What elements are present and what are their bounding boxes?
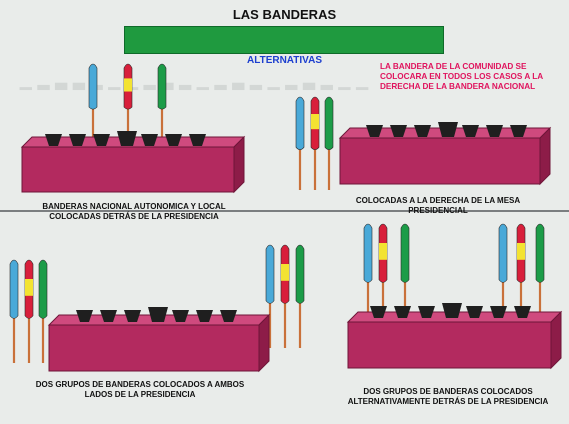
flag-green: [535, 223, 545, 327]
table-side: [258, 313, 270, 373]
background-texture: ▁ ▂ ▃ ▃ ▂ ▁ ▁ ▂ ▃ ▂ ▁ ▂ ▃ ▂ ▁ ▂ ▃ ▂ ▁ ▁: [20, 73, 369, 90]
chair-icon: [93, 134, 110, 146]
chair-icon: [510, 125, 527, 137]
caption-bottom-left: DOS GRUPOS DE BANDERAS COLOCADOS A AMBOS…: [35, 380, 245, 399]
chair-icon: [124, 310, 141, 322]
caption-top-left: BANDERAS NACIONAL AUTONOMICA Y LOCAL COL…: [42, 202, 226, 221]
alternatives-heading: ALTERNATIVAS: [247, 55, 322, 66]
chair-icon: [486, 125, 503, 137]
rule-note: LA BANDERA DE LA COMUNIDAD SE COLOCARA E…: [380, 62, 543, 91]
chair-icon: [414, 125, 431, 137]
table-front: [21, 146, 235, 193]
chair-icon: [141, 134, 158, 146]
flag-cloth: [38, 259, 48, 319]
flag-stripe: [25, 279, 33, 296]
chair-icon: [390, 125, 407, 137]
flag-cloth: [363, 223, 373, 283]
presidential-table-4: [346, 310, 563, 370]
flag-green: [324, 96, 334, 190]
chair-icon: [220, 310, 237, 322]
chair-icon: [117, 131, 137, 146]
table-front: [339, 137, 541, 185]
flag-blue: [9, 259, 19, 363]
flag-cloth: [295, 96, 305, 150]
flag-red: [310, 96, 320, 190]
table-side: [233, 135, 245, 194]
chairs-row-4: [370, 303, 531, 318]
flag-group-left: [9, 259, 48, 363]
chair-icon: [76, 310, 93, 322]
chair-icon: [366, 125, 383, 137]
flag-cloth: [295, 244, 305, 304]
flag-cloth: [88, 63, 98, 110]
flag-blue: [88, 63, 98, 144]
chair-icon: [172, 310, 189, 322]
chair-icon: [148, 307, 168, 322]
flag-cloth: [400, 223, 410, 283]
chair-icon: [69, 134, 86, 146]
chair-icon: [394, 306, 411, 318]
chair-icon: [462, 125, 479, 137]
chair-icon: [45, 134, 62, 146]
flag-stripe: [517, 243, 525, 260]
chair-icon: [196, 310, 213, 322]
chairs-row-3: [76, 307, 237, 322]
flag-green: [295, 244, 305, 348]
chairs-row-2: [366, 122, 527, 137]
page-title: LAS BANDERAS: [232, 7, 337, 22]
chair-icon: [100, 310, 117, 322]
table-front: [347, 321, 552, 369]
section-divider: [0, 210, 569, 212]
chairs-row-1: [45, 131, 206, 146]
subtitle-banner: [124, 26, 444, 54]
chair-icon: [165, 134, 182, 146]
flag-cloth: [324, 96, 334, 150]
flag-stripe: [281, 264, 289, 281]
caption-top-right: COLOCADAS A LA DERECHA DE LA MESA PRESID…: [355, 196, 521, 215]
table-side: [539, 126, 551, 186]
flag-cloth: [498, 223, 508, 283]
flag-cloth: [265, 244, 275, 304]
flag-green: [157, 63, 167, 144]
chair-icon: [418, 306, 435, 318]
flag-group-right: [265, 244, 305, 348]
flag-green: [38, 259, 48, 363]
flag-stripe: [124, 78, 132, 92]
chair-icon: [438, 122, 458, 137]
chair-icon: [490, 306, 507, 318]
table-front: [48, 324, 260, 372]
flag-red: [24, 259, 34, 363]
chair-icon: [514, 306, 531, 318]
chair-icon: [189, 134, 206, 146]
flag-stripe: [311, 114, 319, 130]
flag-group-side: [295, 96, 334, 190]
flag-cloth: [535, 223, 545, 283]
caption-bottom-right: DOS GRUPOS DE BANDERAS COLOCADOS ALTERNA…: [347, 387, 549, 406]
chair-icon: [442, 303, 462, 318]
flag-stripe: [379, 243, 387, 260]
presidential-table-3: [47, 313, 271, 373]
flag-blue: [265, 244, 275, 348]
flag-cloth: [9, 259, 19, 319]
flag-red: [280, 244, 290, 348]
flag-group-behind-right: [498, 223, 545, 327]
chair-icon: [370, 306, 387, 318]
flag-blue: [295, 96, 305, 190]
chair-icon: [466, 306, 483, 318]
table-side: [550, 310, 562, 370]
flag-cloth: [157, 63, 167, 110]
